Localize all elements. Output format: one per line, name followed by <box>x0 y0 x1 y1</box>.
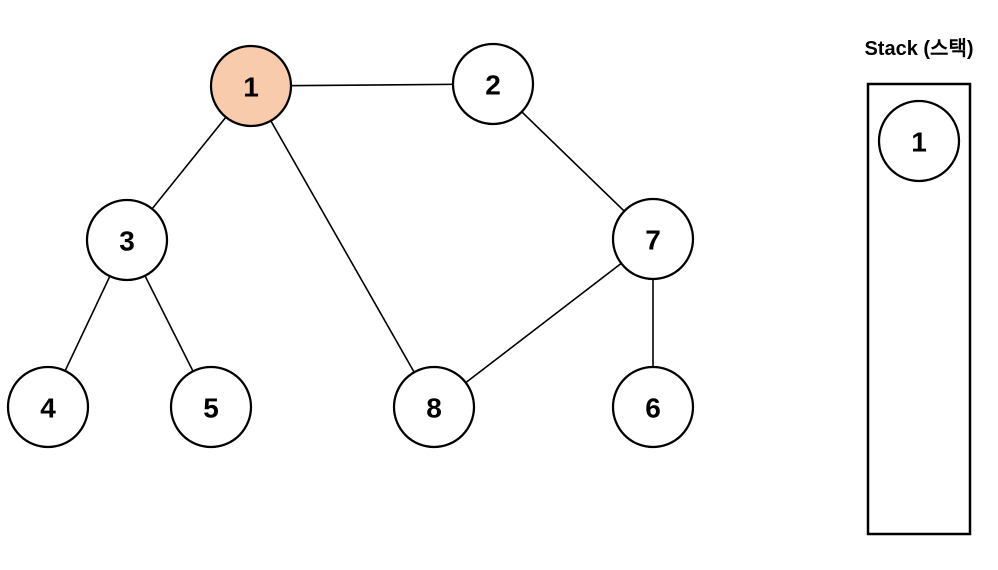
graph-node-label-5: 5 <box>203 393 219 424</box>
graph-node-1: 1 <box>209 44 293 128</box>
graph-node-circle-1 <box>209 44 293 128</box>
graph-node-label-4: 4 <box>40 393 56 424</box>
graph-node-circle-4 <box>6 365 90 449</box>
stack-item-1: 1 <box>877 99 961 183</box>
edge-7-8 <box>433 238 654 408</box>
graph-node-6: 6 <box>611 365 695 449</box>
graph-node-7: 7 <box>611 197 695 281</box>
edge-1-8 <box>250 85 435 408</box>
nodes-layer: 1 2 3 4 5 6 7 8 <box>6 42 695 449</box>
graph-node-label-2: 2 <box>485 70 501 101</box>
graph-node-4: 4 <box>6 365 90 449</box>
graph-node-circle-2 <box>451 42 535 126</box>
graph-node-label-7: 7 <box>645 225 661 256</box>
stack-item-label-1: 1 <box>911 127 927 158</box>
graph-node-circle-3 <box>85 198 169 282</box>
graph-node-2: 2 <box>451 42 535 126</box>
graph-node-label-8: 8 <box>426 393 442 424</box>
graph-node-label-1: 1 <box>243 72 259 103</box>
stack-item-circle-1 <box>877 99 961 183</box>
graph-node-5: 5 <box>169 365 253 449</box>
graph-node-3: 3 <box>85 198 169 282</box>
graph-node-8: 8 <box>392 365 476 449</box>
graph-node-circle-6 <box>611 365 695 449</box>
graph-node-circle-5 <box>169 365 253 449</box>
graph-node-label-3: 3 <box>119 226 135 257</box>
stack-panel: Stack (스택) 1 <box>864 37 974 536</box>
graph-node-circle-7 <box>611 197 695 281</box>
graph-node-circle-8 <box>392 365 476 449</box>
stack-title: Stack (스택) <box>864 37 973 60</box>
graph-node-label-6: 6 <box>645 393 661 424</box>
stack-items-layer: 1 <box>877 99 961 183</box>
